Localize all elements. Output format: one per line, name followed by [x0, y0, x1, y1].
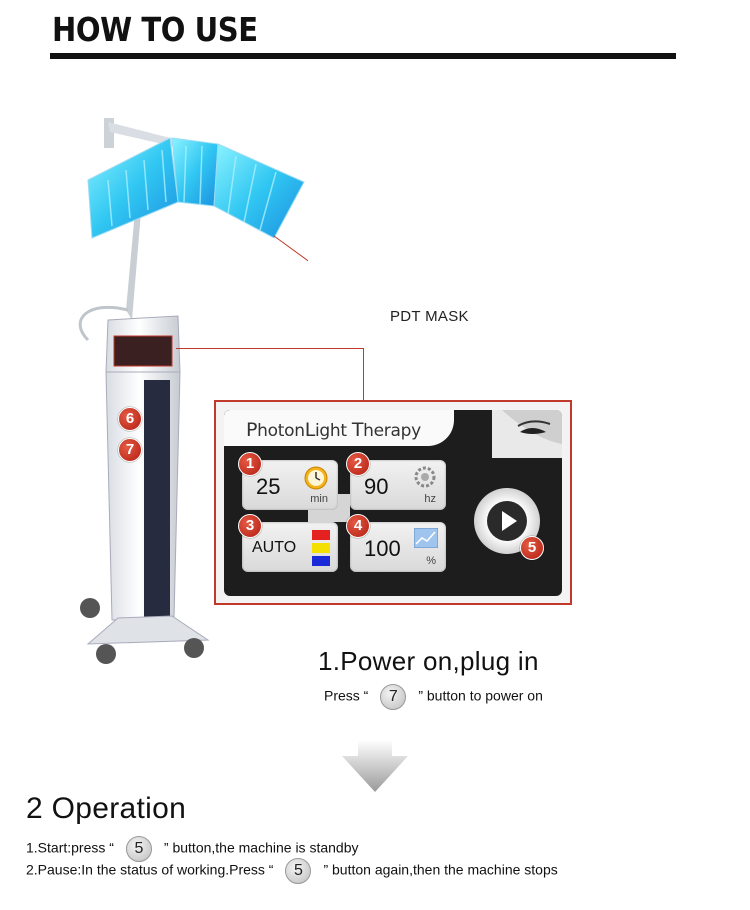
panel-title: PhotonLight Therapy	[246, 419, 421, 441]
panel-header: PhotonLight Therapy	[224, 410, 454, 446]
operation-line-2: 2.Pause:In the status of working.Press “…	[26, 858, 558, 884]
connector-line-vertical	[363, 348, 364, 400]
color-bars-icon	[312, 530, 330, 566]
title-rule	[50, 53, 676, 59]
gear-icon	[414, 466, 436, 488]
button-5-icon: 5	[125, 836, 152, 862]
control-panel-screen: PhotonLight Therapy 25 min 90	[224, 410, 562, 596]
device-button-6[interactable]: 6	[118, 407, 142, 431]
operation-line-1: 1.Start:press “5” button,the machine is …	[26, 836, 358, 862]
intensity-unit: %	[426, 555, 436, 567]
play-icon	[502, 511, 517, 531]
chart-icon	[414, 528, 438, 548]
intensity-value: 100	[364, 536, 401, 561]
timer-unit: min	[310, 493, 328, 505]
operation-title: 2 Operation	[26, 792, 187, 825]
mode-value: AUTO	[252, 539, 297, 556]
frequency-unit: hz	[424, 493, 436, 505]
tile-badge-2: 2	[346, 452, 370, 476]
play-button-core	[487, 501, 527, 541]
connector-line	[176, 348, 364, 349]
button-7-icon: 7	[380, 684, 407, 710]
step1-instruction: Press “7” button to power on	[324, 684, 543, 710]
pdt-device-illustration	[78, 118, 308, 664]
clock-icon	[304, 466, 328, 490]
control-panel: PhotonLight Therapy 25 min 90	[214, 400, 572, 605]
frequency-value: 90	[364, 474, 389, 499]
face-image	[492, 410, 562, 458]
down-arrow-icon	[342, 740, 408, 792]
pdt-mask-label: PDT MASK	[390, 308, 469, 325]
device-button-7[interactable]: 7	[118, 438, 142, 462]
timer-value: 25	[256, 474, 281, 499]
step1-title: 1.Power on,plug in	[318, 646, 539, 676]
button-5-icon: 5	[285, 858, 312, 884]
tile-badge-4: 4	[346, 514, 370, 538]
play-badge-5: 5	[520, 536, 544, 560]
tile-badge-1: 1	[238, 452, 262, 476]
page-title: HOW TO USE	[52, 10, 258, 49]
tile-badge-3: 3	[238, 514, 262, 538]
